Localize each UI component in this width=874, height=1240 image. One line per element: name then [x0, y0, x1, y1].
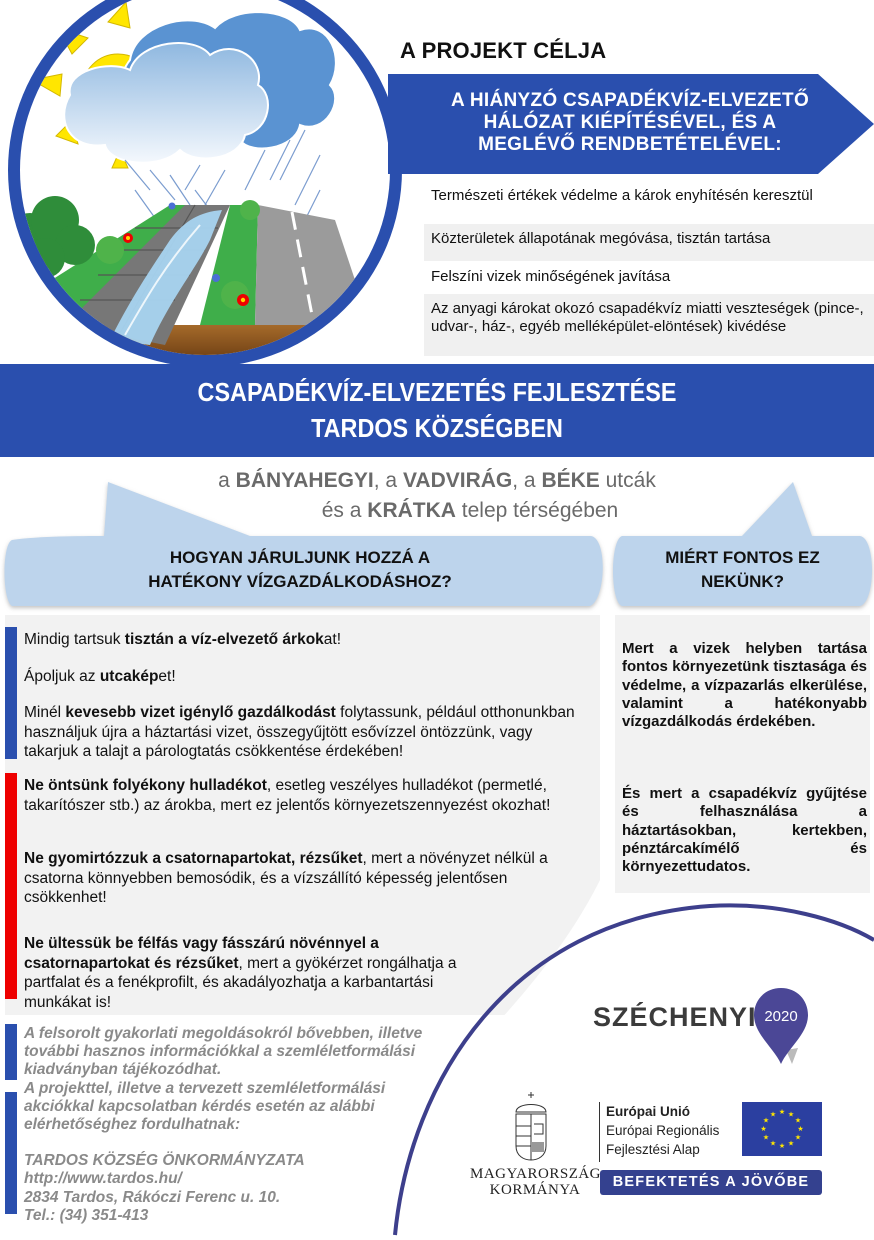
svg-text:★: ★	[795, 1134, 801, 1142]
footer-accent-bar	[5, 1024, 17, 1080]
tip-item: Mindig tartsuk tisztán a víz-elvezető ár…	[24, 631, 342, 648]
main-title: CSAPADÉKVÍZ-ELVEZETÉS FEJLESZTÉSE TARDOS…	[44, 374, 831, 446]
tip-item-warning: Ne öntsünk folyékony hulladékot, esetleg…	[24, 777, 551, 814]
goal-arrow-banner	[388, 74, 874, 174]
panel-corner-cut	[500, 880, 640, 1020]
eu-fund-text: Európai Unió Európai Regionális Fejleszt…	[606, 1104, 720, 1157]
government-logo-text: MAGYARORSZÁG KORMÁNYA	[470, 1166, 602, 1198]
hungarian-coat-of-arms-icon	[515, 1092, 547, 1161]
info-paragraph: A felsorolt gyakorlati megoldásokról bőv…	[24, 1025, 423, 1079]
goal-banner-text: A HIÁNYZÓ CSAPADÉKVÍZ-ELVEZETŐ HÁLÓZAT K…	[420, 90, 840, 156]
svg-text:★: ★	[788, 1140, 794, 1148]
tip-item-warning: Ne gyomirtózzuk a csatornapartokat, rézs…	[24, 850, 548, 906]
why-paragraph: És mert a csapadékvíz gyűjtése és felhas…	[622, 785, 867, 876]
tip-item: Minél kevesebb vizet igénylő gazdálkodás…	[24, 704, 575, 760]
rain-drainage-illustration	[8, 0, 402, 365]
phone: Tel.: (34) 351-413	[24, 1206, 149, 1224]
how-to-help-heading: HOGYAN JÁRULJUNK HOZZÁ A HATÉKONY VÍZGAZ…	[148, 548, 452, 591]
svg-text:★: ★	[763, 1117, 769, 1125]
streets-line-2: és a KRÁTKA telep térségében	[321, 499, 619, 522]
streets-subtitle: a BÁNYAHEGYI, a VADVIRÁG, a BÉKE utcák é…	[0, 466, 874, 526]
main-title-line: TARDOS KÖZSÉGBEN	[311, 413, 563, 443]
decorative-arc	[393, 903, 874, 1236]
map-pin-icon: 2020	[754, 988, 808, 1064]
svg-text:★: ★	[795, 1117, 801, 1125]
tip-item-warning: Ne ültessük be félfás vagy fásszárú növé…	[24, 935, 457, 1011]
tips-panel	[5, 615, 600, 1015]
goal-item: Természeti értékek védelme a károk enyhí…	[431, 187, 813, 204]
svg-text:★: ★	[788, 1111, 794, 1119]
tip-item: Ápoljuk az utcaképet!	[24, 668, 176, 685]
why-important-heading: MIÉRT FONTOS EZ NEKÜNK?	[665, 548, 820, 591]
speech-bubbles	[4, 482, 872, 606]
tips-accent-bar-blue	[5, 627, 17, 759]
svg-text:★: ★	[779, 1142, 785, 1150]
goal-banner-line: HÁLÓZAT KIÉPÍTÉSÉVEL, ÉS A	[483, 112, 777, 133]
svg-text:★: ★	[770, 1140, 776, 1148]
info-paragraph: A projekttel, illetve a tervezett szemlé…	[24, 1079, 386, 1134]
svg-text:★: ★	[770, 1111, 776, 1119]
tips-accent-bar-red	[5, 773, 17, 999]
goal-banner-line: MEGLÉVŐ RENDBETÉTELÉVEL:	[478, 134, 782, 155]
svg-text:★: ★	[763, 1134, 769, 1142]
szechenyi-logo-text: SZÉCHENYI	[593, 1002, 757, 1032]
goal-banner-line: A HIÁNYZÓ CSAPADÉKVÍZ-ELVEZETŐ	[450, 90, 810, 111]
svg-text:★: ★	[797, 1125, 803, 1133]
eu-flag-icon: ★★★ ★★★ ★★★ ★★★	[742, 1102, 822, 1156]
svg-text:2020: 2020	[764, 1008, 797, 1025]
goal-item: Felszíni vizek minőségének javítása	[431, 268, 671, 285]
why-panel	[615, 615, 870, 893]
invest-in-future-badge: BEFEKTETÉS A JÖVŐBE	[600, 1170, 822, 1195]
project-goal-title: A PROJEKT CÉLJA	[400, 38, 607, 63]
footer-accent-bar	[5, 1092, 17, 1214]
logo-divider	[599, 1102, 600, 1162]
why-paragraph: Mert a vizek helyben tartása fontos körn…	[622, 640, 867, 731]
main-title-line: CSAPADÉKVÍZ-ELVEZETÉS FEJLESZTÉSE	[197, 377, 677, 407]
svg-text:★: ★	[760, 1125, 766, 1133]
contact-info: A felsorolt gyakorlati megoldásokról bőv…	[24, 1025, 424, 1225]
address: 2834 Tardos, Rákóczi Ferenc u. 10.	[24, 1188, 281, 1206]
goal-item: Az anyagi károkat okozó csapadékvíz miat…	[424, 294, 874, 356]
main-title-band	[0, 364, 874, 457]
goal-item: Közterületek állapotának megóvása, tiszt…	[424, 224, 874, 261]
svg-text:★: ★	[779, 1108, 785, 1116]
website-link[interactable]: http://www.tardos.hu/	[24, 1170, 182, 1188]
streets-line-1: a BÁNYAHEGYI, a VADVIRÁG, a BÉKE utcák	[218, 469, 656, 492]
org-name: TARDOS KÖZSÉG ÖNKORMÁNYZATA	[24, 1152, 305, 1170]
